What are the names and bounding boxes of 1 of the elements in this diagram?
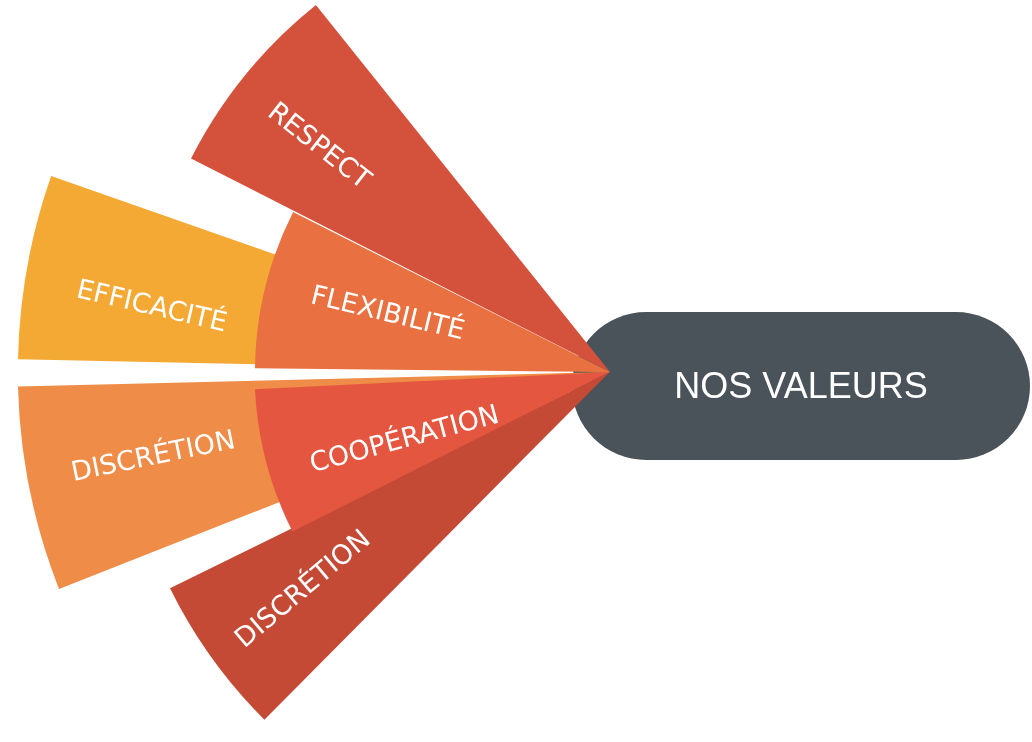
title-text: NOS VALEURS xyxy=(674,365,928,407)
